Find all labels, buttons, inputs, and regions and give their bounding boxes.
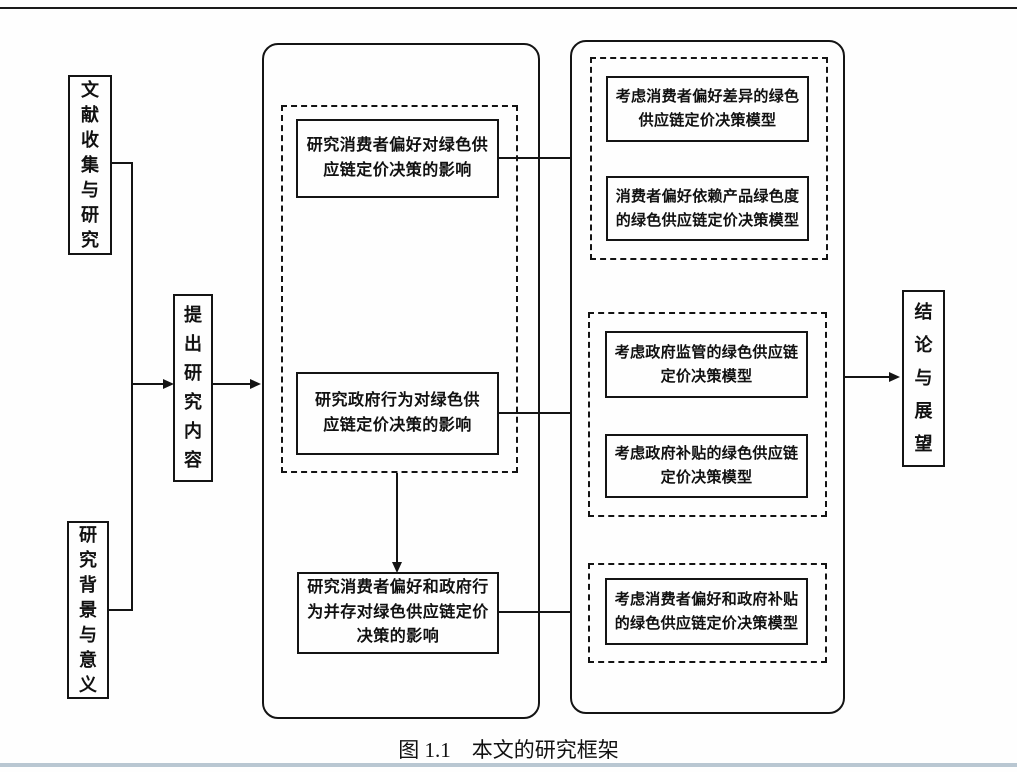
figure-caption: 图 1.1 本文的研究框架 [398, 738, 619, 762]
model-preference-greenness-label: 消费者偏好依赖产品绿色度 的绿色供应链定价决策模型 [615, 187, 800, 229]
model-consumer-difference-label: 考虑消费者偏好差异的绿色 供应链定价决策模型 [615, 88, 800, 129]
model-government-regulation-box: 考虑政府监管的绿色供应链 定价决策模型 [605, 331, 808, 398]
consumer-impact-box: 研究消费者偏好对绿色供 应链定价决策的影响 [296, 119, 499, 198]
government-impact-box: 研究政府行为对绿色供 应链定价决策的影响 [296, 372, 499, 455]
connector-literature-elbow [112, 162, 133, 164]
model-government-subsidy-box: 考虑政府补贴的绿色供应链 定价决策模型 [605, 434, 808, 498]
model-preference-greenness-box: 消费者偏好依赖产品绿色度 的绿色供应链定价决策模型 [606, 176, 809, 241]
model-consumer-difference-box: 考虑消费者偏好差异的绿色 供应链定价决策模型 [606, 76, 809, 142]
propose-content-box: 提 出 研 究 内 容 [173, 294, 213, 482]
connector-trunk-line [131, 162, 133, 611]
arrow-combined-to-group3-line [499, 611, 575, 613]
research-background-label: 研 究 背 景 与 意 义 [79, 524, 97, 695]
arrow-government-to-group2-line [499, 412, 576, 414]
model-government-subsidy-label: 考虑政府补贴的绿色供应链 定价决策模型 [614, 445, 799, 486]
model-combined-subsidy-box: 考虑消费者偏好和政府补贴 的绿色供应链定价决策模型 [605, 578, 808, 645]
research-questions-dashed-group [281, 105, 518, 473]
consumer-impact-label: 研究消费者偏好对绿色供 应链定价决策的影响 [306, 136, 489, 179]
arrow-propose-to-center-line [213, 383, 250, 385]
research-background-box: 研 究 背 景 与 意 义 [67, 521, 109, 699]
arrow-propose-to-center-head [250, 379, 261, 389]
arrow-trunk-to-propose-head [163, 379, 174, 389]
propose-content-label: 提 出 研 究 内 容 [184, 305, 202, 470]
consumer-models-dashed-group [590, 57, 828, 260]
arrow-consumer-to-group1-line [499, 157, 578, 159]
arrow-models-to-conclusion-head [889, 372, 900, 382]
conclusion-label: 结 论 与 展 望 [914, 302, 933, 454]
combined-impact-box: 研究消费者偏好和政府行 为并存对绿色供应链定价 决策的影响 [297, 572, 499, 654]
bottom-page-rule [0, 763, 1017, 767]
arrow-dashed-to-combined-head [392, 562, 402, 573]
arrow-dashed-to-combined-line [396, 473, 398, 563]
top-page-rule [0, 7, 1017, 9]
government-models-dashed-group [588, 312, 827, 517]
government-impact-label: 研究政府行为对绿色供 应链定价决策的影响 [314, 391, 480, 434]
conclusion-box: 结 论 与 展 望 [902, 290, 945, 467]
model-government-regulation-label: 考虑政府监管的绿色供应链 定价决策模型 [614, 343, 799, 385]
model-combined-subsidy-label: 考虑消费者偏好和政府补贴 的绿色供应链定价决策模型 [614, 590, 799, 632]
combined-impact-label: 研究消费者偏好和政府行 为并存对绿色供应链定价 决策的影响 [307, 578, 489, 646]
arrow-models-to-conclusion-line [845, 376, 889, 378]
connector-background-elbow [109, 609, 133, 611]
literature-review-label: 文 献 收 集 与 研 究 [81, 79, 99, 250]
combined-models-dashed-group [588, 563, 827, 663]
literature-review-box: 文 献 收 集 与 研 究 [68, 75, 112, 255]
arrow-trunk-to-propose-line [131, 383, 164, 385]
